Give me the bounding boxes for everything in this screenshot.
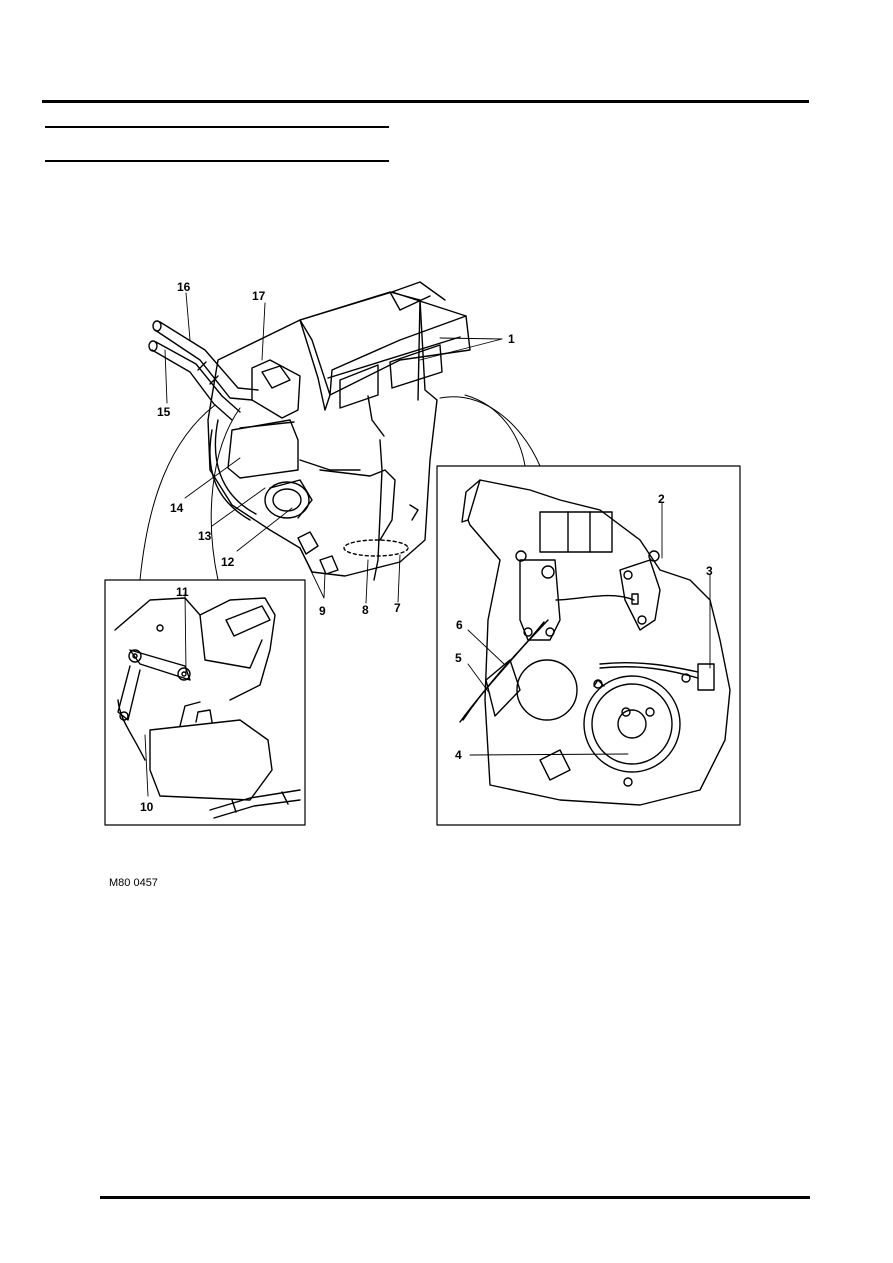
- callout-16: 16: [177, 280, 191, 294]
- callout-7: 7: [394, 601, 401, 615]
- left-detail-drawing: [114, 597, 301, 819]
- figure-reference: M80 0457: [109, 877, 158, 889]
- callout-8: 8: [362, 603, 369, 617]
- callout-14: 14: [170, 501, 184, 515]
- callout-5: 5: [455, 651, 462, 665]
- callout-6: 6: [456, 618, 463, 632]
- callout-1: 1: [508, 332, 515, 346]
- detail-box-left: [104, 579, 306, 826]
- callout-13: 13: [198, 529, 212, 543]
- callout-4: 4: [455, 748, 462, 762]
- header-rule-top: [42, 100, 809, 103]
- callout-2: 2: [658, 492, 665, 506]
- header-rule-short-2: [45, 160, 389, 162]
- callout-labels: 1 2 3 4 5 6 7 8 9 10 11 12 13 14 15 16 1…: [140, 280, 713, 814]
- detail-box-right: [436, 465, 741, 826]
- callout-3: 3: [706, 564, 713, 578]
- heater-unit-drawing: [148, 281, 471, 581]
- callout-9: 9: [319, 604, 326, 618]
- callout-11: 11: [176, 585, 189, 599]
- leader-lines: [144, 292, 711, 797]
- callout-10: 10: [140, 800, 154, 814]
- right-detail-drawing: [459, 479, 731, 806]
- header-rule-short-1: [45, 126, 389, 128]
- callout-17: 17: [252, 289, 266, 303]
- callout-12: 12: [221, 555, 235, 569]
- callout-15: 15: [157, 405, 171, 419]
- footer-rule: [100, 1196, 810, 1199]
